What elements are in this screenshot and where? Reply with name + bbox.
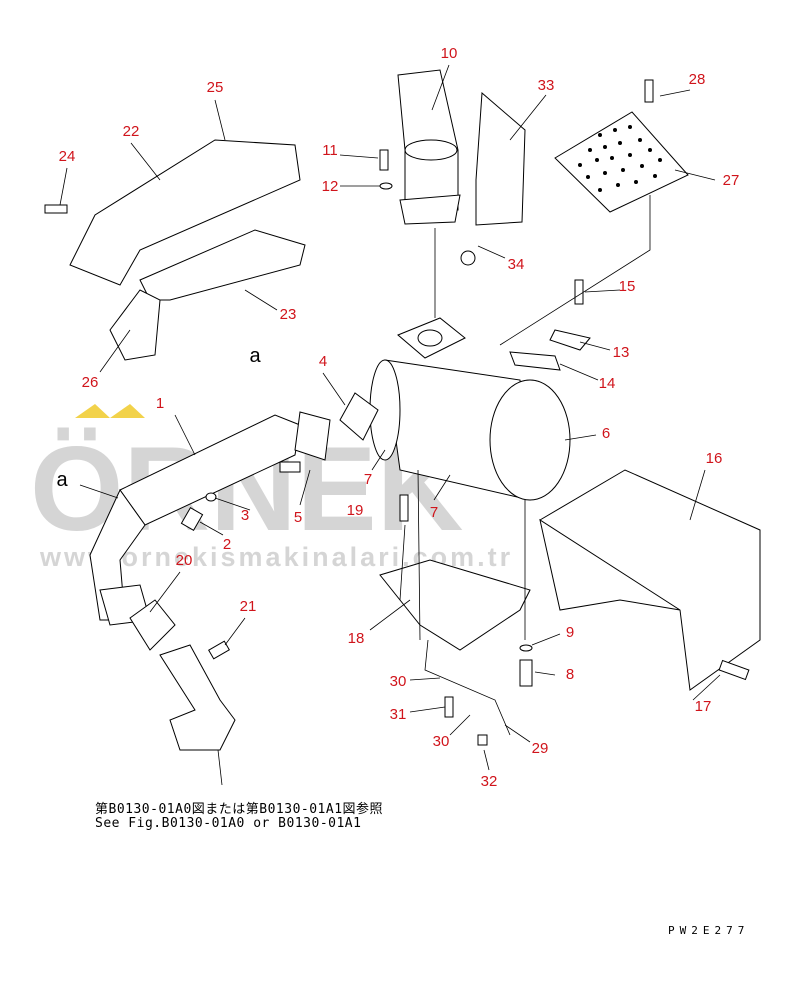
- callout: 28: [689, 71, 706, 88]
- callout: 24: [59, 148, 76, 165]
- callout: 1: [156, 395, 164, 412]
- callout: 30: [433, 733, 450, 750]
- callout: 33: [538, 77, 555, 94]
- callout: 20: [176, 552, 193, 569]
- callout: 10: [441, 45, 458, 62]
- callout: 22: [123, 123, 140, 140]
- callout: 18: [348, 630, 365, 647]
- callout: 11: [322, 142, 338, 159]
- callout: 16: [706, 450, 723, 467]
- exhaust-pipe-1: [89, 411, 331, 626]
- callout: 31: [390, 706, 407, 723]
- callout: 34: [508, 256, 525, 273]
- callout: 15: [619, 278, 636, 295]
- callout: 7: [430, 504, 438, 521]
- callout: 3: [241, 507, 249, 524]
- reference-note-japanese: 第B0130-01A0図または第B0130-01A1図参照: [95, 802, 384, 817]
- gasket-20: [129, 599, 176, 651]
- duct-23: [139, 229, 306, 301]
- muffler-6: [369, 317, 571, 501]
- exhaust-stack-10: [397, 69, 461, 225]
- gasket-13: [549, 329, 591, 351]
- callout: 2: [223, 536, 231, 553]
- drawing-code: PW2E277: [668, 924, 750, 937]
- callout: 30: [390, 673, 407, 690]
- bellows-elbow: [159, 644, 236, 751]
- leader-lines: [59, 64, 721, 786]
- callout: 25: [207, 79, 224, 96]
- callout: 5: [294, 509, 302, 526]
- rod-29: [424, 639, 511, 736]
- perforated-plate-27: [554, 111, 689, 213]
- bracket-26: [109, 289, 161, 361]
- callout: 6: [602, 425, 610, 442]
- callout: 4: [319, 353, 327, 370]
- callout: 23: [280, 306, 297, 323]
- callout: 32: [481, 773, 498, 790]
- callout: 29: [532, 740, 549, 757]
- view-label-a: a: [249, 345, 261, 367]
- callout: 14: [599, 375, 616, 392]
- callout: 17: [695, 698, 712, 715]
- callout: 9: [566, 624, 574, 641]
- callout: 7: [364, 471, 372, 488]
- duct-cover-22: [69, 139, 301, 286]
- callout: 19: [347, 502, 364, 519]
- gasket-4: [339, 392, 379, 441]
- rain-cover-33: [475, 91, 526, 226]
- callout: 12: [322, 178, 339, 195]
- callout: 8: [566, 666, 574, 683]
- reference-note-english: See Fig.B0130-01A0 or B0130-01A1: [95, 816, 362, 831]
- heat-cover-16: [539, 469, 761, 691]
- callout-numbers: 10 33 28 27 25 22 24 11 12 34 15 13 14 2…: [56, 45, 739, 790]
- view-label-a: a: [56, 469, 68, 491]
- bolts: [44, 79, 750, 746]
- callout: 26: [82, 374, 99, 391]
- callout: 21: [240, 598, 257, 615]
- callout: 13: [613, 344, 630, 361]
- bracket-18: [379, 559, 531, 651]
- callout: 27: [723, 172, 740, 189]
- gasket-14: [509, 351, 561, 371]
